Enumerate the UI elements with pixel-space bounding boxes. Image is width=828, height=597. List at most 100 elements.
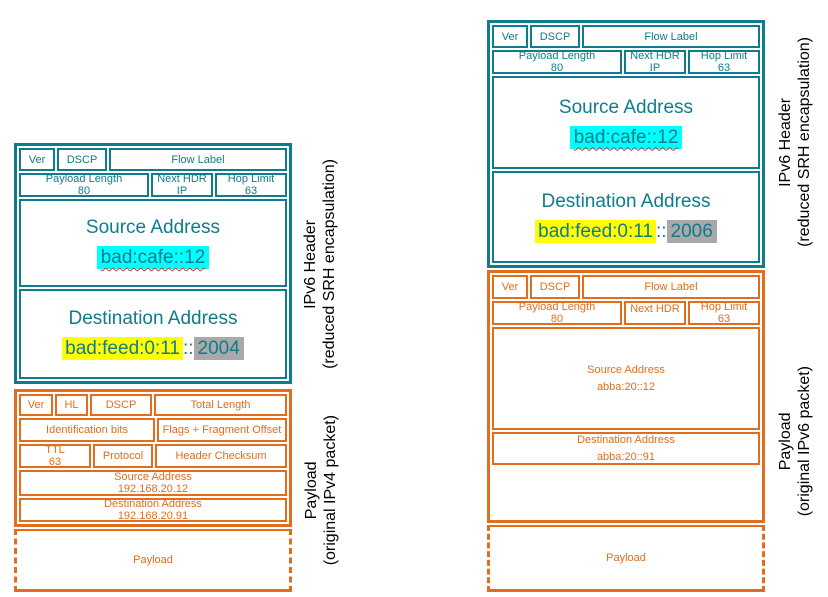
left-ipv6-dscp-label: DSCP — [66, 153, 98, 166]
right-inner-ipv6-payload-length-label: Payload Length — [518, 301, 596, 313]
right-ipv6-hop-limit-cell: Hop Limit 63 — [688, 50, 760, 74]
left-ipv4-source-label: Source Address — [114, 471, 192, 483]
right-ipv6-side-label-text: IPv6 Header (reduced SRH encapsulation) — [776, 37, 814, 247]
left-ipv4-hl-cell: HL — [55, 394, 88, 416]
right-payload-side-label-line1: Payload — [776, 412, 794, 470]
right-payload-side-label-text: Payload (original IPv6 packet) — [776, 366, 814, 516]
right-ipv6-row2: Payload Length 80 Next HDR IP Hop Limit … — [492, 50, 760, 74]
left-ipv4-source-cell: Source Address 192.168.20.12 — [19, 470, 287, 496]
left-payload-side-label-text: Payload (original IPv4 packet) — [302, 415, 340, 565]
left-ipv6-side-label-line1: IPv6 Header — [301, 219, 319, 308]
left-ipv4-header-box: Ver HL DSCP Total Length Identification … — [14, 389, 292, 527]
right-ipv6-payload-length-cell: Payload Length 80 — [492, 50, 622, 74]
left-ipv4-dscp-cell: DSCP — [90, 394, 152, 416]
right-inner-ipv6-flowlabel-cell: Flow Label — [582, 275, 760, 299]
right-inner-ipv6-destination-value: abba:20::91 — [596, 451, 656, 463]
right-ipv6-ver-cell: Ver — [492, 25, 528, 48]
right-ipv6-source-address-highlight: bad:cafe::12 — [569, 125, 683, 149]
left-ipv6-flowlabel-label: Flow Label — [171, 153, 225, 166]
left-ipv4-protocol-label: Protocol — [102, 450, 144, 462]
left-ipv4-total-length-cell: Total Length — [154, 394, 287, 416]
right-ipv6-dscp-label: DSCP — [539, 30, 571, 43]
left-ipv6-ver-cell: Ver — [19, 148, 55, 171]
left-ipv4-checksum-cell: Header Checksum — [155, 444, 287, 468]
left-ipv4-checksum-label: Header Checksum — [175, 450, 267, 462]
left-ipv4-ttl-cell: TTL 63 — [19, 444, 91, 468]
left-ipv6-destination-address-prefix: bad:feed:0:11 — [62, 337, 183, 360]
left-ipv6-destination-address-separator: :: — [182, 338, 194, 359]
left-ipv6-payload-length-cell: Payload Length 80 — [19, 173, 149, 197]
right-inner-ipv6-next-hdr-label: Next HDR — [630, 303, 680, 315]
left-ipv4-destination-value: 192.168.20.91 — [117, 510, 189, 522]
right-ipv6-destination-address: bad:feed:0:11::2006 — [535, 220, 717, 243]
left-payload-side-label: Payload (original IPv4 packet) — [294, 389, 348, 592]
right-ipv6-row1: Ver DSCP Flow Label — [492, 25, 760, 48]
left-ipv4-ver-cell: Ver — [19, 394, 53, 416]
left-ipv6-side-label: IPv6 Header (reduced SRH encapsulation) — [294, 143, 346, 384]
right-ipv6-next-hdr-value: IP — [649, 62, 661, 74]
left-ipv6-row2: Payload Length 80 Next HDR IP Hop Limit … — [19, 173, 287, 197]
right-ipv6-dscp-cell: DSCP — [530, 25, 580, 48]
left-ipv4-protocol-cell: Protocol — [93, 444, 153, 468]
right-inner-ipv6-ver-cell: Ver — [492, 275, 528, 299]
right-inner-ipv6-dscp-cell: DSCP — [530, 275, 580, 299]
right-ipv6-hop-limit-label: Hop Limit — [700, 50, 748, 62]
left-ipv6-destination-block: Destination Address bad:feed:0:11::2004 — [19, 289, 287, 379]
left-ipv6-hop-limit-value: 63 — [244, 185, 258, 197]
right-ipv6-header-box: Ver DSCP Flow Label Payload Length 80 Ne… — [487, 20, 765, 268]
right-ipv6-next-hdr-cell: Next HDR IP — [624, 50, 686, 74]
left-ipv6-side-label-line2: (reduced SRH encapsulation) — [321, 158, 338, 369]
left-ipv6-row1: Ver DSCP Flow Label — [19, 148, 287, 171]
left-ipv6-source-address-highlight: bad:cafe::12 — [96, 246, 210, 269]
right-ipv6-destination-title: Destination Address — [541, 191, 711, 212]
left-ipv4-destination-cell: Destination Address 192.168.20.91 — [19, 498, 287, 522]
left-ipv6-hop-limit-label: Hop Limit — [227, 173, 275, 185]
right-inner-ipv6-payload-label: Payload — [606, 552, 646, 564]
left-ipv6-payload-length-label: Payload Length — [45, 173, 123, 185]
right-inner-ipv6-header-box: Ver DSCP Flow Label Payload Length 80 Ne… — [487, 270, 765, 523]
right-ipv6-flowlabel-cell: Flow Label — [582, 25, 760, 48]
right-inner-ipv6-hop-limit-value: 63 — [717, 313, 731, 325]
right-inner-ipv6-row1: Ver DSCP Flow Label — [492, 275, 760, 299]
right-ipv6-ver-label: Ver — [501, 30, 519, 43]
right-ipv6-hop-limit-value: 63 — [717, 62, 731, 74]
right-ipv6-next-hdr-label: Next HDR — [630, 50, 680, 62]
left-ipv4-ttl-value: 63 — [48, 456, 62, 468]
left-ipv6-dscp-cell: DSCP — [57, 148, 107, 171]
right-inner-ipv6-payload-box: Payload — [487, 525, 765, 592]
right-inner-ipv6-payload-length-value: 80 — [550, 313, 564, 325]
left-ipv6-destination-title: Destination Address — [68, 308, 238, 329]
right-ipv6-flowlabel-label: Flow Label — [644, 30, 698, 43]
right-payload-side-label: Payload (original IPv6 packet) — [768, 290, 822, 592]
left-ipv4-source-value: 192.168.20.12 — [117, 483, 189, 495]
right-inner-ipv6-destination-label: Destination Address — [577, 434, 675, 446]
left-ipv6-flowlabel-cell: Flow Label — [109, 148, 287, 171]
left-ipv4-ver-label: Ver — [27, 399, 45, 411]
left-ipv4-destination-label: Destination Address — [104, 498, 202, 510]
right-inner-ipv6-source-label: Source Address — [587, 364, 665, 376]
right-inner-ipv6-payload-length-cell: Payload Length 80 — [492, 301, 622, 325]
left-ipv6-ver-label: Ver — [28, 153, 46, 166]
left-ipv6-source-block: Source Address bad:cafe::12 — [19, 199, 287, 287]
right-inner-ipv6-hop-limit-cell: Hop Limit 63 — [688, 301, 760, 325]
left-ipv4-row1: Ver HL DSCP Total Length — [19, 394, 287, 416]
right-inner-ipv6-box: Ver DSCP Flow Label Payload Length 80 Ne… — [487, 270, 765, 592]
left-ipv4-identification-cell: Identification bits — [19, 418, 155, 442]
left-ipv6-hop-limit-cell: Hop Limit 63 — [215, 173, 287, 197]
right-ipv6-destination-address-suffix: 2006 — [666, 220, 717, 243]
left-ipv6-side-label-text: IPv6 Header (reduced SRH encapsulation) — [301, 159, 339, 369]
right-inner-ipv6-source-block: Source Address abba:20::12 — [492, 327, 760, 430]
right-inner-ipv6-next-hdr-cell: Next HDR — [624, 301, 686, 325]
left-ipv6-header-box: Ver DSCP Flow Label Payload Length 80 Ne… — [14, 143, 292, 384]
left-ipv6-next-hdr-cell: Next HDR IP — [151, 173, 213, 197]
right-ipv6-payload-length-label: Payload Length — [518, 50, 596, 62]
right-ipv6-source-block: Source Address bad:cafe::12 — [492, 76, 760, 169]
left-ipv6-destination-address-suffix: 2004 — [193, 337, 244, 360]
left-ipv4-payload-label: Payload — [133, 554, 173, 566]
left-ipv6-source-address: bad:cafe::12 — [96, 246, 210, 269]
right-ipv6-source-title: Source Address — [558, 96, 694, 118]
left-ipv4-flags-label: Flags + Fragment Offset — [162, 424, 282, 436]
right-ipv6-side-label: IPv6 Header (reduced SRH encapsulation) — [768, 15, 822, 268]
left-ipv4-row2: Identification bits Flags + Fragment Off… — [19, 418, 287, 442]
